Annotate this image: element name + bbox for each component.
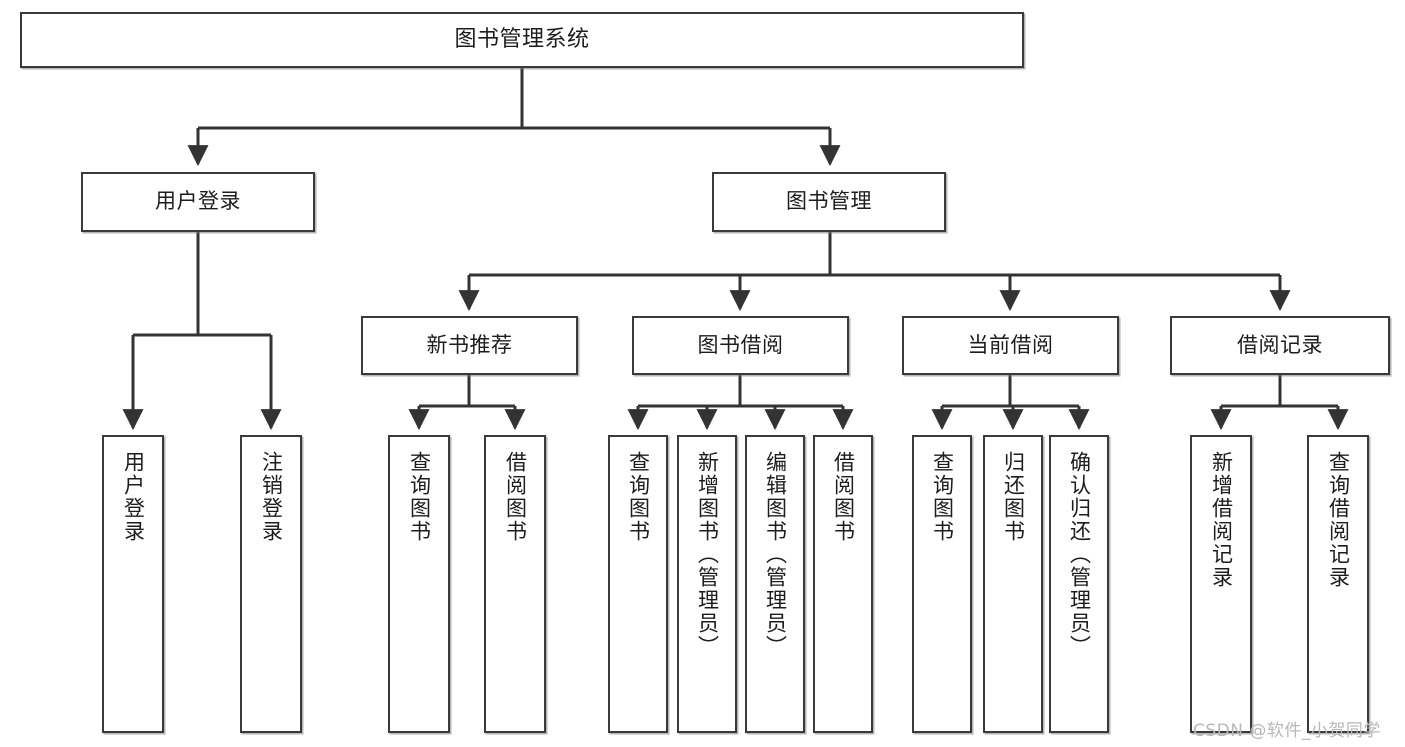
node-leaf-add-record[interactable]: 新增借阅记录 bbox=[1190, 435, 1252, 733]
node-leaf-add-book[interactable]: 新增图书（管理员） bbox=[677, 435, 737, 733]
node-leaf-borrow-book-2[interactable]: 借阅图书 bbox=[813, 435, 873, 733]
node-leaf-user-login-label: 用户登录 bbox=[121, 451, 146, 543]
node-user-login-label: 用户登录 bbox=[155, 189, 241, 214]
node-current-borrow[interactable]: 当前借阅 bbox=[902, 316, 1119, 375]
node-book-manage[interactable]: 图书管理 bbox=[712, 172, 946, 232]
node-leaf-edit-book[interactable]: 编辑图书（管理员） bbox=[745, 435, 805, 733]
node-leaf-confirm-return-label: 确认归还（管理员） bbox=[1067, 451, 1092, 658]
node-leaf-logout[interactable]: 注销登录 bbox=[240, 435, 302, 733]
node-root-label: 图书管理系统 bbox=[454, 26, 590, 52]
node-book-borrow-label: 图书借阅 bbox=[697, 332, 784, 357]
node-root[interactable]: 图书管理系统 bbox=[20, 12, 1024, 68]
node-leaf-add-book-label: 新增图书（管理员） bbox=[695, 451, 720, 658]
node-leaf-edit-book-label: 编辑图书（管理员） bbox=[763, 451, 788, 658]
node-new-book-rec-label: 新书推荐 bbox=[426, 332, 513, 357]
node-user-login[interactable]: 用户登录 bbox=[81, 172, 315, 232]
node-leaf-query-book-3[interactable]: 查询图书 bbox=[912, 435, 972, 733]
node-leaf-query-book-1-label: 查询图书 bbox=[407, 451, 432, 543]
node-leaf-query-book-2-label: 查询图书 bbox=[626, 451, 651, 543]
node-leaf-borrow-book-2-label: 借阅图书 bbox=[831, 451, 856, 543]
watermark-text: CSDN @软件_小贺同学 bbox=[1193, 721, 1381, 741]
node-leaf-query-book-3-label: 查询图书 bbox=[930, 451, 955, 543]
node-borrow-record-label: 借阅记录 bbox=[1237, 332, 1323, 357]
node-leaf-return-book[interactable]: 归还图书 bbox=[983, 435, 1043, 733]
node-current-borrow-label: 当前借阅 bbox=[967, 332, 1054, 357]
node-leaf-user-login[interactable]: 用户登录 bbox=[102, 435, 164, 733]
node-leaf-confirm-return[interactable]: 确认归还（管理员） bbox=[1049, 435, 1109, 733]
node-leaf-logout-label: 注销登录 bbox=[259, 451, 284, 543]
node-leaf-borrow-book-1[interactable]: 借阅图书 bbox=[484, 435, 546, 733]
node-book-borrow[interactable]: 图书借阅 bbox=[632, 316, 849, 375]
node-book-manage-label: 图书管理 bbox=[786, 189, 872, 214]
node-leaf-borrow-book-1-label: 借阅图书 bbox=[503, 451, 528, 543]
node-leaf-add-record-label: 新增借阅记录 bbox=[1209, 451, 1234, 589]
node-borrow-record[interactable]: 借阅记录 bbox=[1170, 316, 1390, 375]
node-leaf-query-record-label: 查询借阅记录 bbox=[1326, 451, 1351, 589]
node-leaf-return-book-label: 归还图书 bbox=[1001, 451, 1026, 543]
node-leaf-query-record[interactable]: 查询借阅记录 bbox=[1307, 435, 1369, 733]
node-new-book-rec[interactable]: 新书推荐 bbox=[361, 316, 578, 375]
node-leaf-query-book-2[interactable]: 查询图书 bbox=[608, 435, 668, 733]
node-leaf-query-book-1[interactable]: 查询图书 bbox=[388, 435, 450, 733]
